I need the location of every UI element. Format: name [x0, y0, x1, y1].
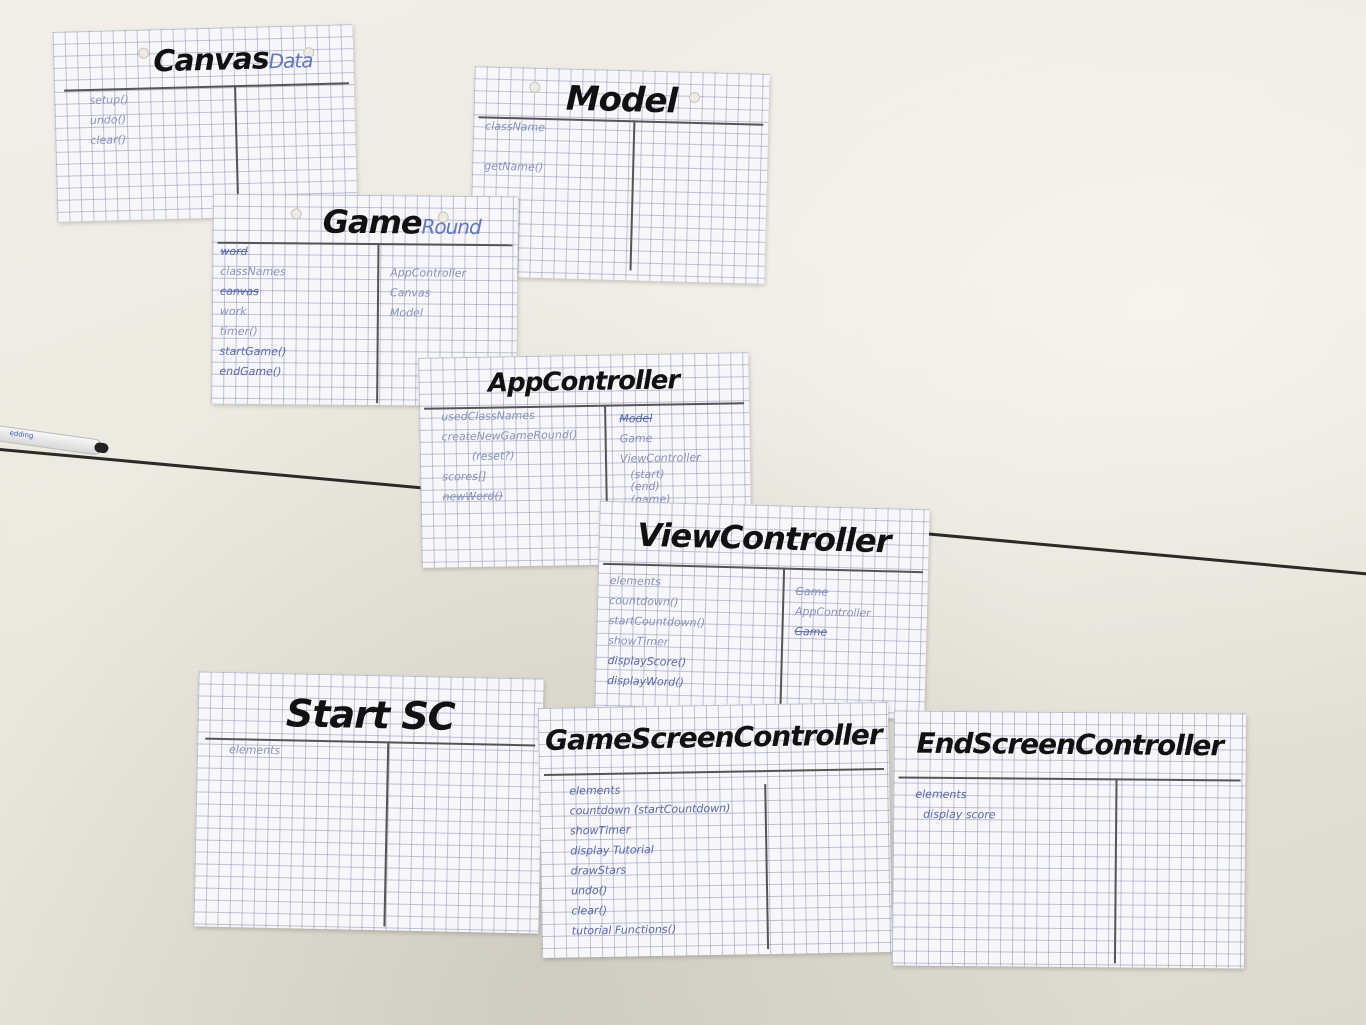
- list-item: clear(): [90, 133, 127, 148]
- card-startsc: Start SC elements: [193, 671, 544, 934]
- list-item: clear(): [571, 903, 608, 918]
- list-item: showTimer: [607, 633, 669, 649]
- list-item: elements: [609, 574, 661, 589]
- list-item: setup(): [89, 92, 129, 108]
- punch-hole: [290, 208, 302, 220]
- card-title: Start SC: [285, 691, 456, 739]
- list-item: ViewController: [619, 450, 701, 466]
- card-title: GameRound: [323, 203, 481, 242]
- list-item: AppController: [390, 266, 467, 280]
- card-viewcontroller: ViewController elements countdown() star…: [594, 500, 930, 720]
- list-item: display score: [923, 807, 996, 822]
- list-item: elements: [569, 783, 621, 798]
- card-title: GameScreenController: [544, 718, 882, 757]
- punch-hole: [138, 47, 150, 59]
- card-canvas: CanvasData setup() undo() clear(): [52, 24, 358, 222]
- list-item: createNewGameRound(): [441, 428, 578, 444]
- list-item: undo(): [89, 113, 127, 128]
- column-divider: [779, 567, 786, 713]
- methods-list: className ​ getName(): [484, 116, 545, 178]
- card-title: AppController: [487, 365, 680, 399]
- card-gamescreencontroller: GameScreenController elements countdown …: [537, 701, 893, 959]
- list-item: (reset?): [471, 449, 515, 463]
- list-item: countdown(): [609, 593, 679, 609]
- pen-tip: [93, 441, 110, 454]
- methods-list: setup() undo() clear(): [89, 90, 130, 151]
- list-item: usedClassNames: [441, 408, 535, 424]
- list-item: timer(): [219, 324, 258, 339]
- list-item: getName(): [484, 159, 544, 174]
- list-item: Game: [619, 431, 653, 446]
- column-divider: [376, 243, 380, 404]
- card-title-text: Game: [322, 202, 422, 242]
- card-endscreencontroller: EndScreenController elements display sco…: [891, 710, 1247, 969]
- associations-list: AppController Canvas Model: [390, 263, 466, 324]
- list-item: Game: [794, 624, 828, 639]
- column-divider: [1113, 778, 1118, 964]
- card-title: CanvasData: [153, 40, 313, 79]
- list-item: scores[]: [442, 469, 487, 484]
- associations-list: Model Game ViewController (start) (end) …: [619, 408, 701, 507]
- header-divider: [898, 776, 1241, 782]
- associations-list: Game AppController Game: [794, 582, 871, 644]
- list-item: countdown (startCountdown): [569, 801, 731, 818]
- list-item: ​: [484, 139, 486, 153]
- methods-list: elements display score: [915, 785, 996, 826]
- list-item: Game: [795, 584, 829, 599]
- card-title: ViewController: [636, 515, 891, 561]
- list-item: elements: [915, 787, 967, 802]
- methods-list: elements countdown (startCountdown) show…: [569, 779, 733, 942]
- column-divider: [629, 120, 636, 271]
- list-item: tutorial Functions(): [571, 922, 677, 938]
- list-item: endGame(): [219, 364, 282, 379]
- list-item: work: [219, 304, 247, 318]
- list-item: display Tutorial: [570, 843, 655, 858]
- methods-list: usedClassNames createNewGameRound() (res…: [441, 405, 579, 507]
- list-item: startGame(): [219, 344, 287, 359]
- list-item: className: [485, 119, 546, 135]
- column-divider: [383, 741, 390, 927]
- list-item: word: [220, 244, 248, 258]
- list-item: startCountdown(): [608, 613, 706, 630]
- list-item: drawStars: [570, 863, 627, 878]
- column-divider: [764, 784, 770, 950]
- card-subtitle: Data: [268, 48, 313, 74]
- list-item: displayWord(): [606, 673, 685, 689]
- list-item: showTimer: [569, 823, 631, 838]
- list-item: undo(): [570, 883, 608, 898]
- list-item: elements: [228, 743, 281, 758]
- list-item: Model: [619, 411, 653, 426]
- list-item: canvas: [220, 284, 259, 299]
- column-divider: [234, 85, 239, 196]
- header-divider: [543, 768, 884, 776]
- methods-list: word classNames canvas work timer() star…: [219, 242, 287, 383]
- list-item: AppController: [794, 604, 871, 620]
- methods-list: elements: [229, 740, 281, 761]
- pen-label: edding: [9, 428, 34, 441]
- methods-list: elements countdown() startCountdown() sh…: [607, 571, 707, 693]
- list-item: Model: [389, 306, 423, 320]
- list-item: newWord(): [442, 489, 504, 504]
- list-item: classNames: [220, 264, 286, 279]
- card-subtitle: Round: [421, 214, 481, 240]
- card-title: EndScreenController: [916, 726, 1224, 763]
- list-item: displayScore(): [607, 653, 687, 670]
- card-title-text: Canvas: [152, 41, 270, 80]
- list-item: Canvas: [390, 286, 431, 300]
